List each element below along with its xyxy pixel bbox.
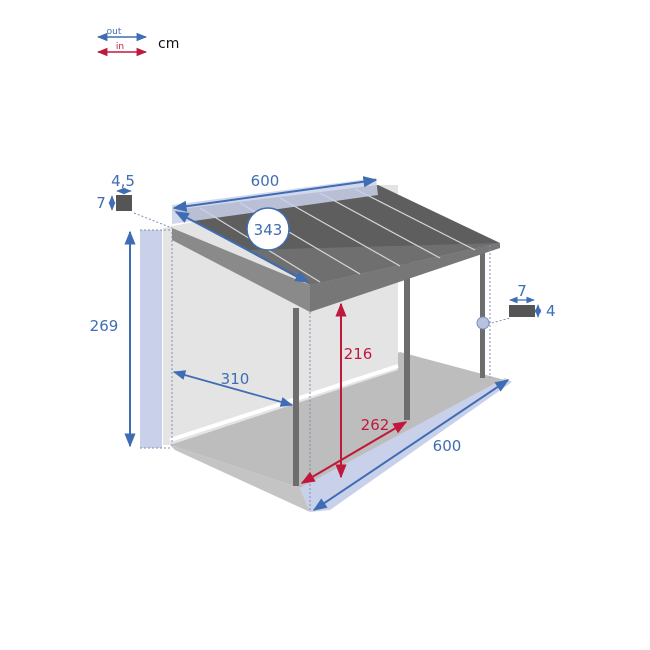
wall-profile-height: 7 (96, 194, 106, 212)
wall-profile-icon (116, 195, 132, 211)
depth-out-arrow (172, 370, 294, 407)
post-profile-callout: 7 4 (476, 282, 556, 330)
post-span-arrow (300, 421, 408, 484)
legend-out-label: out (107, 27, 122, 37)
roof-depth-arrow (174, 211, 310, 283)
wall-height-band (140, 230, 162, 448)
post-span-label: 262 (361, 416, 390, 434)
legend-unit: cm (158, 36, 179, 52)
base-length-arrow (312, 379, 510, 511)
wall-profile-width: 4,5 (111, 172, 135, 190)
roof-length-arrow (172, 176, 378, 212)
post-profile-width: 7 (517, 282, 527, 300)
legend-in-label: in (116, 42, 124, 52)
roof-front-fascia (310, 243, 500, 312)
post-profile-height: 4 (546, 302, 556, 320)
roof-length-label: 600 (251, 172, 280, 190)
roof-depth-badge (246, 207, 290, 251)
inner-dimensions: 216 262 (300, 302, 408, 484)
outer-dimensions: 600 343 269 310 600 (90, 172, 510, 511)
depth-out-label: 310 (221, 370, 250, 388)
post-front-middle (404, 262, 410, 420)
roof-depth-label: 343 (254, 221, 283, 239)
post-front-right (480, 240, 485, 378)
clear-height-label: 216 (344, 345, 373, 363)
wall-profile-callout: 4,5 7 (96, 172, 135, 212)
post-front-left (293, 308, 299, 486)
floor-edge (170, 445, 310, 512)
post-connection-icon (476, 316, 490, 330)
post-profile-icon (509, 305, 535, 317)
base-length-label: 600 (433, 437, 462, 455)
legend: out in cm (96, 27, 179, 57)
wall-height-label: 269 (90, 317, 119, 335)
